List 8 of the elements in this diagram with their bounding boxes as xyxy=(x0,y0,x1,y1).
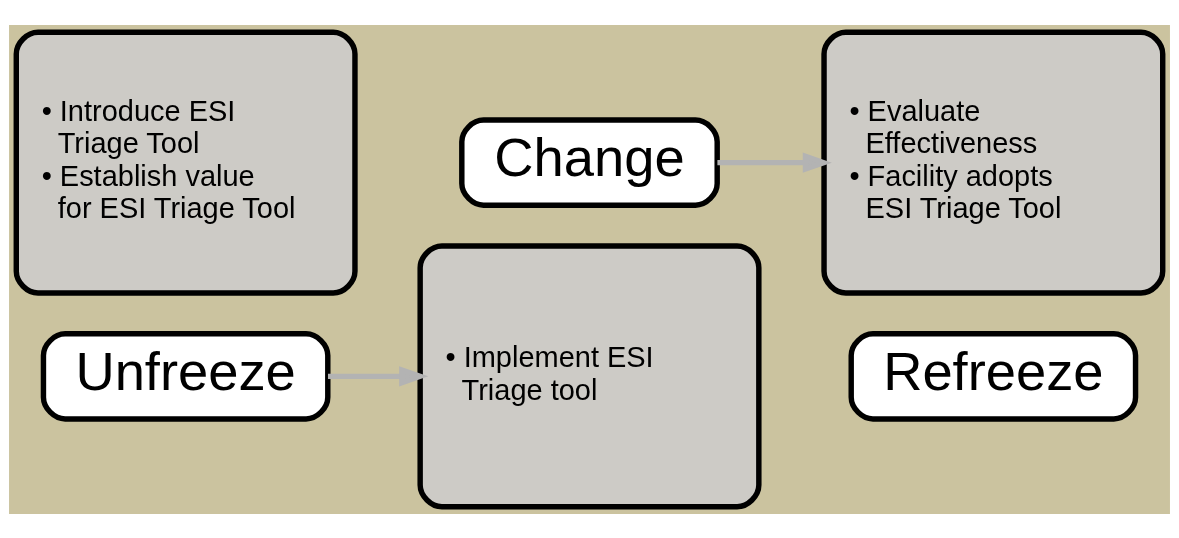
arrow xyxy=(717,152,832,173)
node-box: Change xyxy=(459,116,720,208)
arrow xyxy=(328,365,429,386)
node-box: • Evaluate Effectiveness • Facility adopts ESI Triage Tool xyxy=(821,29,1166,296)
node-box: Refreeze xyxy=(848,330,1139,422)
node-box: • Introduce ESI Triage Tool • Establish value for ESI Triage Tool xyxy=(13,29,358,296)
node-box: • Implement ESI Triage tool xyxy=(417,242,762,509)
node-box: Unfreeze xyxy=(40,330,331,422)
